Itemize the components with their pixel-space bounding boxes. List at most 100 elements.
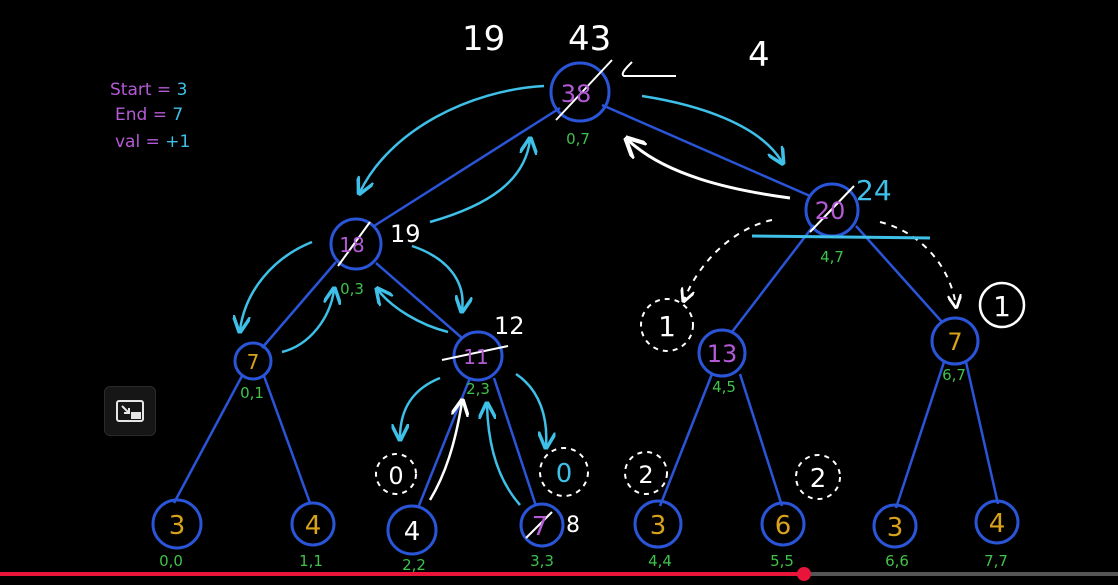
lazy-values: 1 1 0 0 2 2: [388, 290, 1011, 494]
leaf4-circle: [633, 499, 683, 549]
node-ll-value: 7: [247, 350, 260, 374]
leaf3-value: 7: [532, 512, 549, 542]
node-ll-circle: [233, 341, 273, 381]
end-label: End =: [115, 105, 172, 125]
val-label: val =: [115, 132, 165, 152]
arrow-right-to-root: [628, 140, 791, 200]
arrow-left-to-root: [429, 140, 530, 224]
lazy-push-arrows: [684, 219, 956, 306]
top-number-right: 4: [748, 35, 770, 75]
video-progress-fill: [0, 572, 804, 576]
range-divider-line: [751, 234, 931, 240]
picture-in-picture-icon: [116, 400, 144, 422]
node-left-range: 0,3: [340, 280, 364, 298]
arrow-root-to-left: [360, 84, 545, 192]
node-values: 38 18 20 7 11 13 7 3 4 4 7 3 6 3 4: [169, 80, 1006, 547]
leaf5-range: 5,5: [770, 552, 794, 570]
leaf1-range: 1,1: [299, 552, 323, 570]
leaf0-value: 3: [169, 511, 186, 541]
node-root-circle: [549, 61, 611, 123]
top-number-middle: 43: [568, 19, 611, 59]
arrow-left-to-ll: [240, 240, 313, 330]
start-value: 3: [177, 80, 188, 100]
leaf6-circle: [872, 503, 918, 549]
video-progress-bar[interactable]: [0, 567, 1118, 581]
arrow-right-to-rr-lazy: [879, 221, 956, 306]
node-ll-range: 0,1: [240, 384, 264, 402]
node-right-updated: 24: [856, 174, 892, 207]
leaf6-value: 3: [887, 513, 904, 543]
leaf2-range: 2,2: [402, 556, 426, 574]
top-numbers: 19 43 4: [462, 19, 770, 75]
leaf4-value: 3: [650, 511, 667, 541]
lazy-leaf5-value: 2: [810, 464, 827, 494]
leaf1-value: 4: [305, 511, 322, 541]
leaf0-circle: [151, 498, 203, 550]
leaf3-range: 3,3: [530, 552, 554, 570]
node-rl-value: 13: [707, 340, 738, 368]
arrow-lr-to-left: [378, 290, 449, 334]
lazy-leaf4-value: 2: [638, 461, 653, 489]
val-value: +1: [165, 132, 190, 152]
lazy-leaf4-circle: [624, 451, 668, 495]
parameters-block: Start = 3 End = 7 val = +1: [110, 80, 190, 152]
node-lr-value: 11: [463, 345, 488, 369]
leaf7-value: 4: [989, 509, 1006, 539]
node-root-value: 38: [561, 80, 592, 108]
svg-text:Start = 3: Start = 3: [110, 80, 187, 100]
node-root-range: 0,7: [566, 130, 590, 148]
lazy-rr-value: 1: [993, 290, 1011, 323]
lazy-rr-circle: [978, 281, 1026, 329]
leaf5-value: 6: [775, 511, 792, 541]
arrow-root-to-right: [641, 94, 782, 162]
lazy-leaf3-value: 0: [556, 459, 573, 489]
tree-edges: [172, 103, 1000, 509]
range-labels: 0,7 0,3 4,7 0,1 2,3 4,5 6,7 0,0 1,1 2,2 …: [159, 130, 1008, 574]
node-lr-updated: 12: [494, 312, 525, 340]
node-left-value: 18: [339, 233, 364, 257]
leaf0-range: 0,0: [159, 552, 183, 570]
leaf1-circle: [290, 501, 336, 547]
lazy-leaf2-circle: [375, 453, 417, 495]
lazy-rl-circle: [640, 298, 694, 352]
leaf2-value: 4: [404, 517, 421, 547]
node-right-value: 20: [815, 197, 846, 225]
arrow-ll-to-left: [281, 290, 334, 354]
arrow-lr-to-leaf2: [400, 376, 441, 438]
node-rr-value: 7: [947, 328, 962, 356]
svg-text:val = +1: val = +1: [115, 132, 190, 152]
lazy-leaf5-circle: [795, 454, 841, 500]
node-lr-range: 2,3: [466, 380, 490, 398]
recursion-arrows: [240, 84, 782, 506]
picture-in-picture-button[interactable]: [104, 386, 156, 436]
end-value: 7: [172, 105, 183, 125]
strike-marks: [337, 59, 855, 539]
lazy-leaf3-circle: [539, 447, 589, 497]
leaf6-range: 6,6: [885, 552, 909, 570]
leaf3-updated: 8: [566, 513, 580, 538]
arrow-leaf2-to-lr: [428, 402, 462, 501]
node-lr-circle: [452, 330, 504, 382]
top-number-left: 19: [462, 19, 505, 59]
svg-text:End = 7: End = 7: [115, 105, 183, 125]
leaf7-range: 7,7: [984, 552, 1008, 570]
lazy-leaf2-value: 0: [388, 462, 403, 490]
node-rl-range: 4,5: [712, 378, 736, 396]
leaf7-circle: [974, 499, 1020, 545]
node-left-circle: [329, 217, 383, 271]
arrow-leaf3-to-lr: [487, 405, 521, 506]
node-rl-circle: [697, 328, 747, 378]
tree-node-circles: [151, 61, 1020, 556]
start-label: Start =: [110, 80, 177, 100]
video-progress-scrubber[interactable]: [796, 567, 811, 581]
leaf2-circle: [386, 504, 438, 556]
arrow-left-to-lr: [411, 244, 463, 310]
node-left-updated: 19: [390, 220, 421, 248]
node-right-range: 4,7: [820, 248, 844, 266]
arrow-right-to-rl-lazy: [684, 219, 773, 300]
leaf3-circle: [519, 502, 565, 548]
arrow-lr-to-leaf3: [515, 372, 546, 446]
leaf5-circle: [760, 501, 806, 547]
node-rr-range: 6,7: [942, 366, 966, 384]
